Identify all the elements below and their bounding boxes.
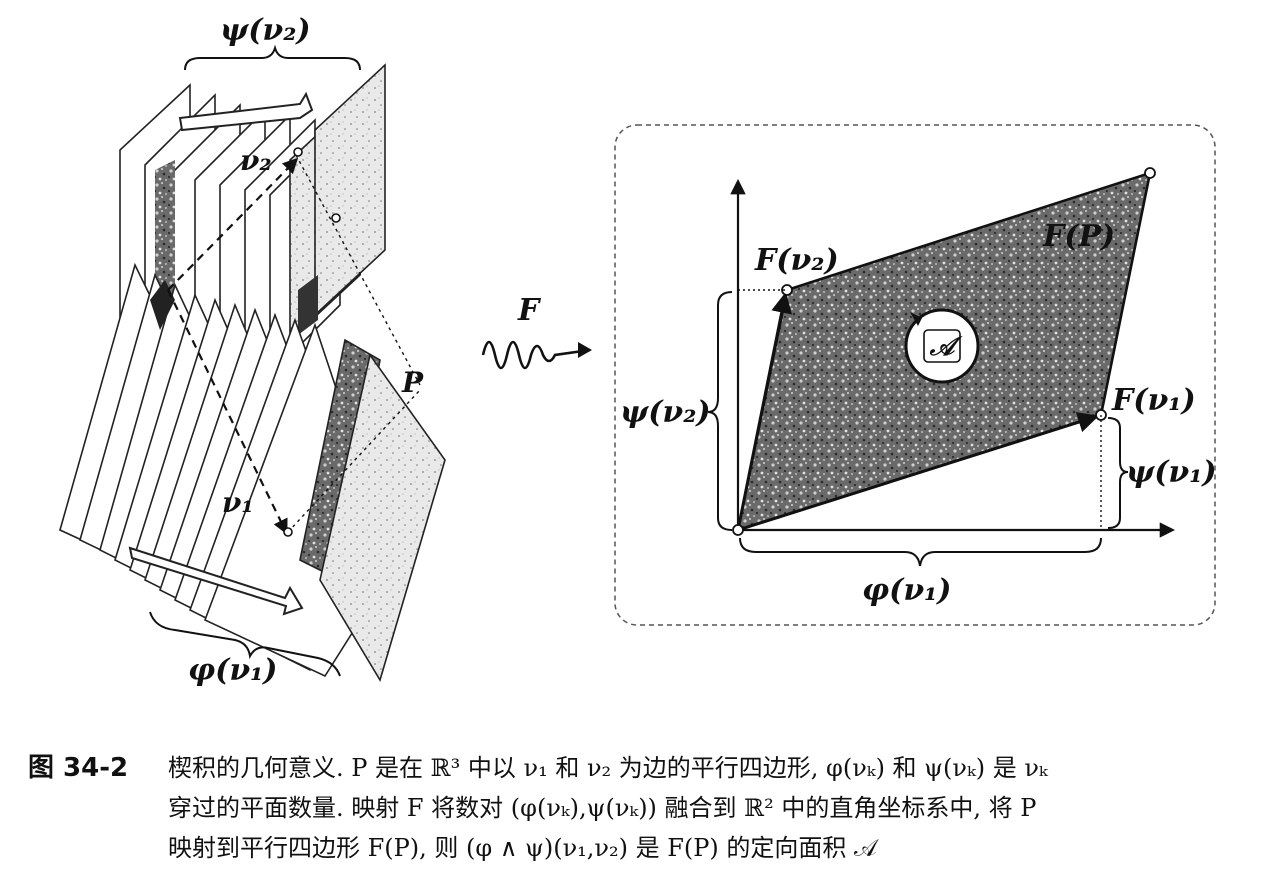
phi-v1-label-right: φ(ν₁) [862, 573, 952, 608]
phi-v1-brace [149, 611, 341, 677]
p-label: P [401, 366, 424, 399]
psi-v1-brace [1107, 417, 1129, 529]
psi-v2-brace-right [707, 291, 733, 531]
phi-v1-brace-right [739, 537, 1102, 567]
map-f-label: F [517, 293, 542, 328]
f-v1-label: F(ν₁) [1111, 383, 1196, 418]
psi-v2-label-left: ψ(ν₂) [220, 13, 311, 48]
caption-line-3: 映射到平行四边形 F(P), 则 (φ ∧ ψ)(ν₁,ν₂) 是 F(P) 的… [168, 834, 877, 862]
psi-plane-stack [119, 63, 386, 377]
map-f-arrow [481, 340, 592, 370]
psi-v2-brace [184, 44, 361, 71]
phi-v1-label-left: φ(ν₁) [188, 653, 278, 688]
caption-line-1: 楔积的几何意义. P 是在 ℝ³ 中以 ν₁ 和 ν₂ 为边的平行四边形, φ(… [168, 754, 1048, 782]
f-v2-label: F(ν₂) [754, 243, 839, 278]
psi-v1-label: ψ(ν₁) [1126, 455, 1217, 490]
psi-v2-label-right: ψ(ν₂) [620, 395, 711, 430]
figure-number: 图 34-2 [28, 753, 129, 783]
f-p-label: F(P) [1042, 219, 1115, 254]
v1-label: ν₁ [222, 486, 254, 519]
left-vectors [167, 154, 421, 535]
orientation-indicator [904, 308, 980, 384]
v2-label: ν₂ [240, 144, 272, 177]
phi-plane-stack [59, 262, 446, 682]
right-panel-frame [614, 124, 1216, 626]
caption-line-2: 穿过的平面数量. 映射 F 将数对 (φ(νₖ),ψ(νₖ)) 融合到 ℝ² 中… [168, 794, 1037, 822]
wedge-product-figure: ψ(ν₂) ν₂ P ν₁ φ(ν₁) F 𝒜 F(ν₂) F(P) F(ν₁)… [59, 13, 1217, 688]
